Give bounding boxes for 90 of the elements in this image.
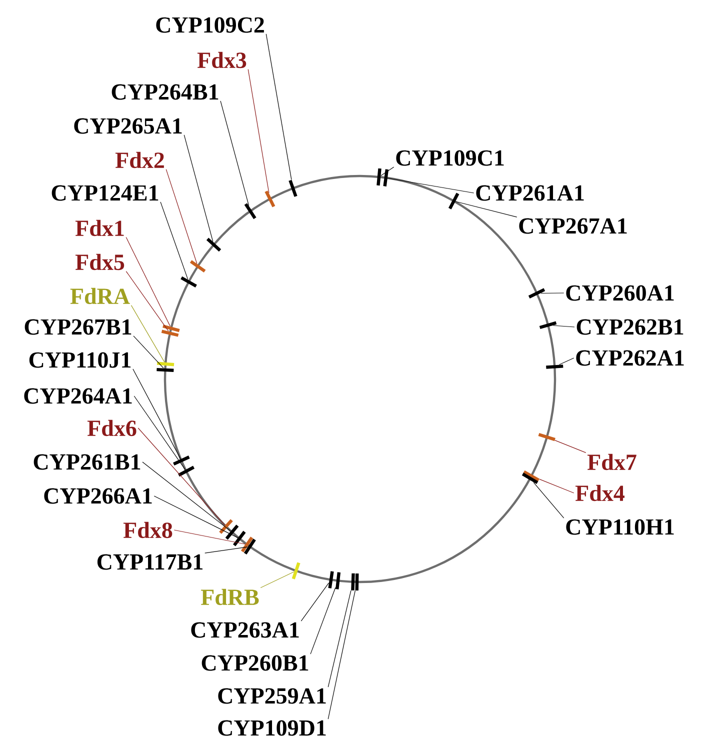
gene-marker xyxy=(156,368,174,372)
leader-line xyxy=(126,237,170,326)
leader-line xyxy=(204,546,248,554)
gene-marker xyxy=(351,573,355,590)
leader-line xyxy=(248,69,270,194)
leader-line xyxy=(539,478,574,494)
leader-line xyxy=(134,396,186,470)
gene-label: CYP265A1 xyxy=(74,118,182,134)
gene-label: CYP109D1 xyxy=(218,720,326,736)
gene-label: CYP262B1 xyxy=(576,319,684,335)
leader-line xyxy=(552,325,575,328)
gene-label: CYP124E1 xyxy=(52,185,158,201)
gene-marker xyxy=(355,573,359,590)
gene-label: CYP260B1 xyxy=(202,655,308,671)
gene-marker xyxy=(336,572,341,590)
gene-label: CYP110J1 xyxy=(29,352,131,368)
gene-marker xyxy=(206,238,222,252)
leader-line xyxy=(328,590,352,688)
gene-marker xyxy=(244,203,256,220)
gene-label: Fdx3 xyxy=(197,52,246,68)
gene-label: Fdx4 xyxy=(575,484,624,502)
gene-label: Fdx2 xyxy=(115,152,164,168)
gene-label: CYP259A1 xyxy=(218,688,326,704)
leader-line xyxy=(160,202,188,280)
leader-line xyxy=(328,590,356,720)
gene-label: Fdx7 xyxy=(587,454,636,470)
gene-marker xyxy=(244,538,256,555)
gene-marker xyxy=(161,330,179,337)
gene-marker xyxy=(328,571,334,588)
gene-marker xyxy=(225,524,239,540)
leader-line xyxy=(455,201,518,218)
leader-line xyxy=(142,462,231,532)
gene-marker xyxy=(180,276,197,288)
leader-line xyxy=(174,530,246,544)
gene-marker xyxy=(240,536,254,552)
leader-line xyxy=(554,440,586,454)
gene-marker xyxy=(522,472,538,484)
gene-marker xyxy=(539,321,557,330)
leader-line xyxy=(300,582,330,622)
gene-marker xyxy=(288,180,298,197)
gene-label: CYP263A1 xyxy=(191,622,299,638)
gene-label: CYP110H1 xyxy=(566,519,674,535)
gene-marker xyxy=(448,192,460,210)
gene-label: CYP117B1 xyxy=(97,554,202,570)
gene-label: FdRA xyxy=(70,288,130,304)
gene-marker xyxy=(546,364,564,369)
gene-marker xyxy=(156,362,174,366)
gene-label: CYP109C1 xyxy=(396,150,504,166)
gene-label: Fdx8 xyxy=(123,522,172,538)
gene-label: CYP267A1 xyxy=(519,218,627,234)
gene-marker xyxy=(178,466,195,477)
gene-label: CYP261A1 xyxy=(476,185,584,201)
leader-line xyxy=(133,336,164,368)
gene-marker xyxy=(292,562,300,580)
leader-line xyxy=(126,271,169,332)
gene-marker xyxy=(264,190,276,208)
gene-label: CYP262A1 xyxy=(576,350,684,366)
gene-marker xyxy=(528,288,546,298)
gene-label: CYP109C2 xyxy=(156,17,264,33)
gene-label: CYP260A1 xyxy=(566,285,674,301)
gene-label: FdRB xyxy=(201,588,259,606)
leader-line xyxy=(380,166,394,176)
gene-label: CYP267B1 xyxy=(24,319,132,335)
gene-marker xyxy=(219,519,233,534)
leader-line xyxy=(154,496,238,538)
leader-line xyxy=(310,587,336,654)
gene-label: CYP264B1 xyxy=(112,84,218,100)
leader-line xyxy=(130,305,165,362)
gene-label: CYP264A1 xyxy=(24,388,132,404)
gene-label: CYP261B1 xyxy=(34,454,140,470)
leader-line xyxy=(266,34,292,180)
gene-marker xyxy=(376,168,382,186)
gene-label: Fdx5 xyxy=(75,254,124,270)
gene-marker xyxy=(162,324,180,332)
gene-marker xyxy=(173,456,190,466)
leader-line xyxy=(220,100,250,206)
leader-line xyxy=(132,368,181,460)
gene-marker xyxy=(190,260,206,272)
gene-marker xyxy=(383,169,389,186)
leader-line xyxy=(166,169,198,264)
leader-line xyxy=(138,428,226,526)
leader-line xyxy=(558,358,574,365)
leader-line xyxy=(533,482,564,518)
gene-label: Fdx6 xyxy=(87,420,136,436)
gene-marker xyxy=(232,530,246,546)
leader-line xyxy=(387,178,474,194)
leader-line xyxy=(540,292,564,294)
gene-label: Fdx1 xyxy=(75,220,124,236)
gene-marker xyxy=(538,433,556,442)
gene-label: CYP266A1 xyxy=(44,488,152,504)
